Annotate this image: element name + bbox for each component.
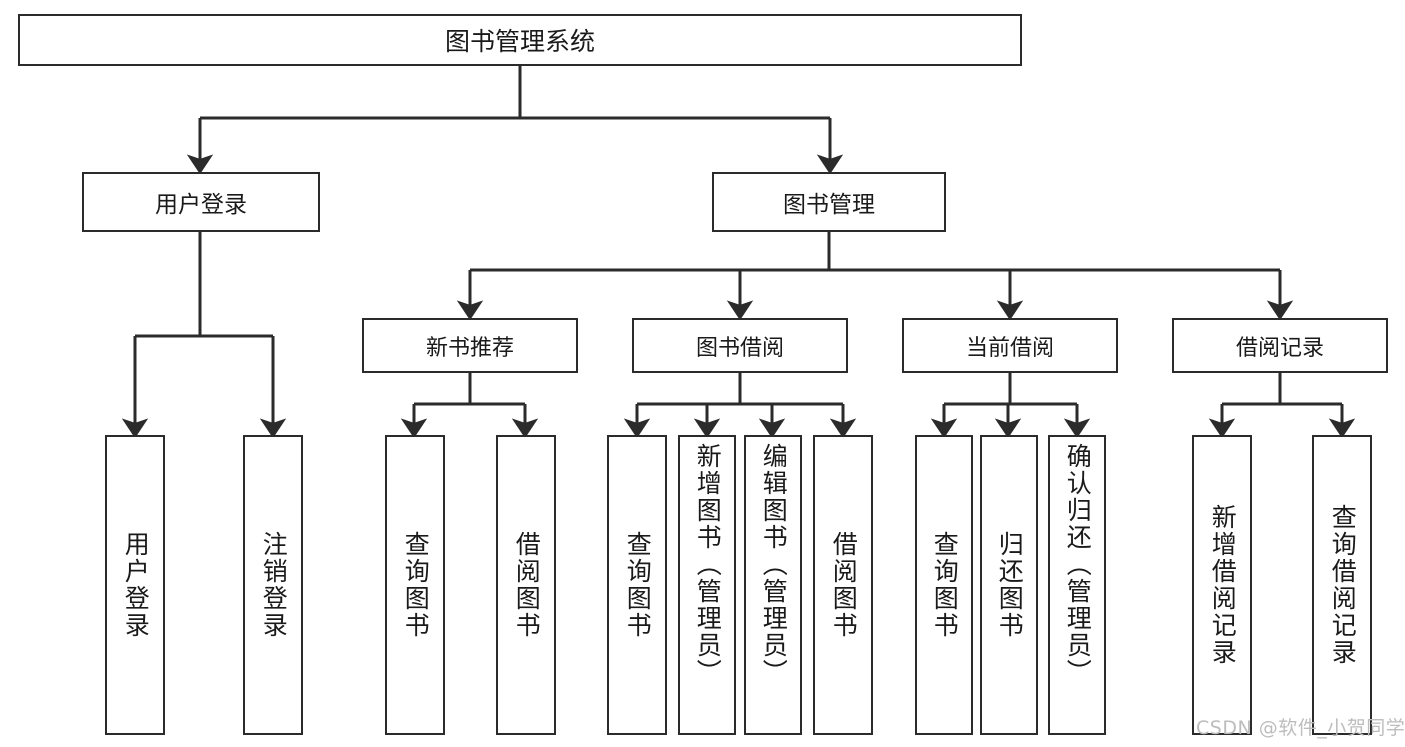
leaf-user-login-logout[interactable]: 注销登录 [243, 435, 303, 735]
leaf-record-add-record[interactable]: 新增借阅记录 [1192, 435, 1252, 735]
leaf-inner: 查询图书 [609, 437, 665, 733]
node-new-book-recommend[interactable]: 新书推荐 [362, 318, 578, 373]
leaf-label: 查询图书 [401, 531, 431, 639]
node-book-borrow[interactable]: 图书借阅 [632, 318, 848, 373]
leaf-borrow-edit-book-admin[interactable]: 编辑图书（管理员） [744, 435, 802, 735]
leaf-current-return-book[interactable]: 归还图书 [980, 435, 1038, 735]
node-root-system[interactable]: 图书管理系统 [18, 14, 1022, 66]
leaf-user-login-login[interactable]: 用户登录 [105, 435, 165, 735]
leaf-label: 查询借阅记录 [1328, 504, 1358, 666]
leaf-borrow-borrow-book[interactable]: 借阅图书 [813, 435, 873, 735]
leaf-inner: 新增借阅记录 [1194, 437, 1250, 733]
leaf-inner: 查询图书 [917, 437, 971, 733]
leaf-inner: 编辑图书（管理员） [746, 437, 800, 733]
node-label: 图书管理系统 [444, 27, 595, 56]
leaf-record-query-record[interactable]: 查询借阅记录 [1312, 435, 1372, 735]
leaf-current-query-book[interactable]: 查询图书 [915, 435, 973, 735]
leaf-label: 查询图书 [623, 531, 653, 639]
leaf-label: 注销登录 [259, 531, 289, 639]
leaf-label: 查询图书 [930, 531, 960, 639]
watermark-text: CSDN @软件_小贺同学 [1196, 717, 1405, 739]
leaf-label: 归还图书 [995, 531, 1025, 639]
leaf-label: 借阅图书 [512, 531, 542, 639]
leaf-inner: 注销登录 [245, 437, 301, 733]
node-label: 新书推荐 [425, 335, 514, 361]
leaf-inner: 借阅图书 [815, 437, 871, 733]
leaf-inner: 新增图书（管理员） [680, 437, 734, 733]
leaf-borrow-add-book-admin[interactable]: 新增图书（管理员） [678, 435, 736, 735]
node-book-management[interactable]: 图书管理 [712, 172, 946, 232]
leaf-recommend-query-book[interactable]: 查询图书 [385, 435, 445, 735]
leaf-borrow-query-book[interactable]: 查询图书 [607, 435, 667, 735]
node-borrow-record[interactable]: 借阅记录 [1172, 318, 1388, 373]
leaf-inner: 查询借阅记录 [1314, 437, 1370, 733]
node-label: 图书借阅 [695, 335, 784, 361]
node-label: 用户登录 [155, 192, 247, 218]
leaf-label: 用户登录 [121, 531, 151, 639]
leaf-inner: 借阅图书 [498, 437, 554, 733]
leaf-recommend-borrow-book[interactable]: 借阅图书 [496, 435, 556, 735]
leaf-inner: 归还图书 [982, 437, 1036, 733]
node-label: 当前借阅 [965, 335, 1054, 361]
node-user-login[interactable]: 用户登录 [82, 172, 320, 232]
leaf-inner: 确认归还（管理员） [1050, 437, 1104, 733]
leaf-current-confirm-return-admin[interactable]: 确认归还（管理员） [1048, 435, 1106, 735]
leaf-label: 编辑图书（管理员） [759, 443, 789, 686]
leaf-label: 新增图书（管理员） [693, 443, 723, 686]
leaf-label: 新增借阅记录 [1208, 504, 1238, 666]
leaf-label: 借阅图书 [829, 531, 859, 639]
leaf-label: 确认归还（管理员） [1063, 443, 1093, 686]
leaf-inner: 用户登录 [107, 437, 163, 733]
node-label: 借阅记录 [1235, 335, 1324, 361]
leaf-inner: 查询图书 [387, 437, 443, 733]
node-label: 图书管理 [783, 192, 875, 218]
node-current-borrow[interactable]: 当前借阅 [902, 318, 1118, 373]
